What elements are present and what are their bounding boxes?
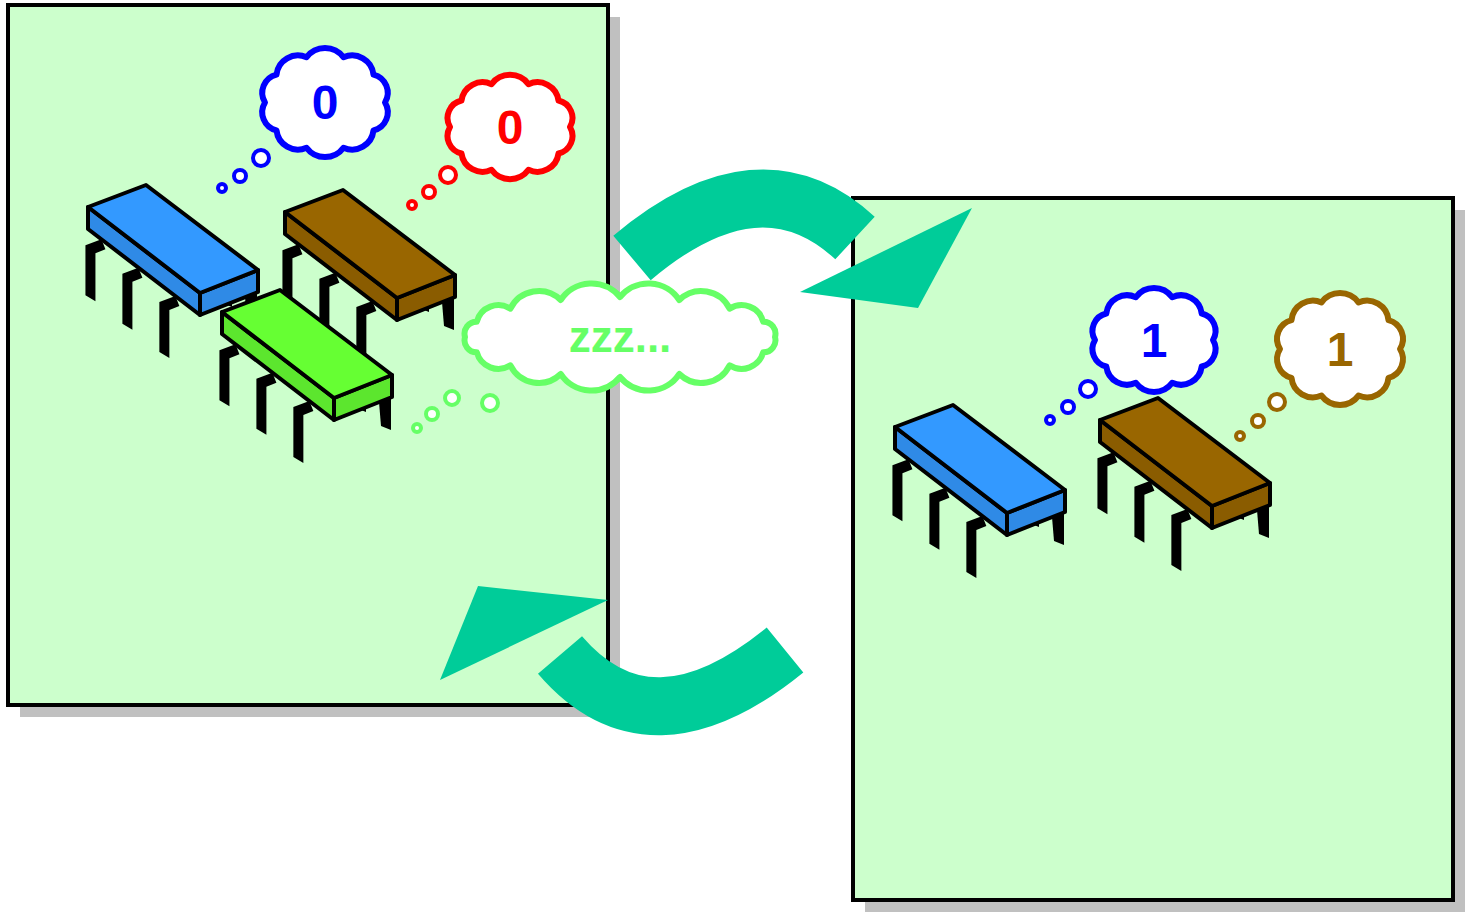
thought-dot: [1046, 416, 1054, 424]
thought-bubble: zzz...: [455, 287, 785, 387]
thought-bubble: 1: [1270, 290, 1410, 408]
thought-text: 0: [312, 75, 339, 130]
cloud-shape: [1092, 288, 1215, 392]
chip-top: [895, 405, 1065, 513]
cloud-shape: [262, 48, 387, 157]
thought-dots: [413, 391, 498, 432]
thought-dot: [218, 184, 226, 192]
chip-leg: [966, 516, 986, 578]
chip-leg: [122, 268, 142, 330]
cloud-shape: [448, 75, 573, 179]
chip-leg: [892, 459, 912, 521]
arrow-head: [800, 208, 972, 308]
thought-bubble: 1: [1085, 285, 1223, 395]
thought-dots: [1046, 381, 1096, 424]
chip-top: [88, 185, 258, 293]
cloud-shape: [465, 283, 776, 390]
thought-text: 1: [1141, 313, 1168, 368]
cycle-arrows: [440, 198, 972, 706]
arrow-head: [440, 586, 608, 680]
thought-dot: [440, 167, 456, 183]
chip-symbol: [1097, 398, 1270, 571]
thought-dot: [1236, 432, 1244, 440]
arrow-body: [632, 198, 855, 258]
thought-dots: [408, 167, 456, 209]
arrow-body: [560, 650, 785, 706]
thought-bubble: 0: [440, 72, 580, 182]
chip-leg: [1097, 452, 1117, 514]
thought-text: 1: [1327, 322, 1354, 377]
chip-leg: [293, 401, 313, 463]
thought-dot: [426, 408, 438, 420]
thought-dot: [234, 170, 246, 182]
cloud-shape: [1277, 293, 1403, 405]
thought-text: zzz...: [569, 312, 672, 362]
chip-leg: [929, 488, 949, 550]
chip-leg: [219, 344, 239, 406]
panel: [853, 198, 1465, 912]
chip-leg: [1171, 509, 1191, 571]
thought-dot: [1269, 394, 1285, 410]
chip-leg: [159, 296, 179, 358]
thought-text: 0: [497, 100, 524, 155]
thought-dot: [1080, 381, 1096, 397]
thought-dot: [253, 150, 269, 166]
thought-dot: [1252, 415, 1264, 427]
panel-box: [853, 198, 1453, 900]
thought-dot: [445, 391, 459, 405]
chip-symbol: [892, 405, 1065, 578]
chip-top: [1100, 398, 1270, 506]
thought-bubble: 0: [255, 45, 395, 160]
chip-leg: [256, 373, 276, 435]
thought-dot: [1062, 401, 1074, 413]
thought-dot: [408, 201, 416, 209]
thought-dot: [413, 424, 421, 432]
thought-dot: [482, 395, 498, 411]
thought-dots: [1236, 394, 1285, 440]
thought-dots: [218, 150, 269, 192]
thought-dot: [423, 186, 435, 198]
chip-symbol: [219, 290, 392, 463]
chip-top: [222, 290, 392, 398]
chip-leg: [1134, 481, 1154, 543]
chip-leg: [85, 239, 105, 301]
chip-top: [285, 190, 455, 298]
